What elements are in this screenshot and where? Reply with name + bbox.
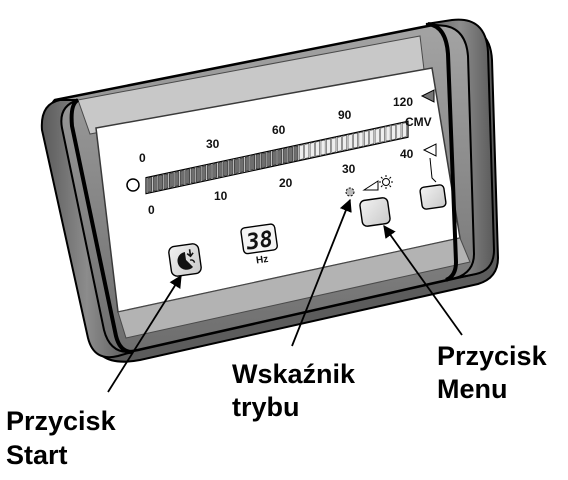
bar-segment bbox=[212, 163, 218, 179]
bar-segment bbox=[250, 154, 255, 171]
bar-segment bbox=[358, 131, 364, 148]
scale-lower-label-20: 20 bbox=[279, 176, 293, 190]
bar-segment bbox=[244, 156, 250, 172]
mode-sun-dim-icon bbox=[345, 187, 355, 197]
scale-upper-label-60: 60 bbox=[272, 123, 286, 137]
mode-indicator bbox=[345, 175, 393, 197]
scale-upper-label-90: 90 bbox=[338, 108, 352, 122]
callout-start-line2: Start bbox=[6, 440, 68, 470]
bar-segment bbox=[299, 144, 304, 160]
bar-segment bbox=[261, 152, 266, 169]
indicator-bracket bbox=[429, 157, 437, 183]
housing-bottom-band bbox=[117, 237, 471, 339]
bar-segment bbox=[396, 123, 402, 139]
bar-segment bbox=[234, 158, 239, 174]
callout-start-line1: Przycisk bbox=[6, 406, 117, 436]
scale-upper-label-0: 0 bbox=[139, 151, 146, 165]
scale-lower-label-30: 30 bbox=[342, 162, 356, 176]
indicator-circle bbox=[126, 178, 140, 192]
bar-segments bbox=[147, 122, 407, 193]
bar-segment bbox=[239, 157, 245, 173]
right-cap-seam bbox=[427, 22, 459, 282]
bar-segment bbox=[174, 171, 180, 187]
bar-segment bbox=[320, 139, 326, 156]
bar-segment bbox=[342, 135, 348, 151]
bar-segment bbox=[201, 165, 207, 181]
bar-segment bbox=[206, 164, 212, 180]
scale-upper-label-30: 30 bbox=[206, 137, 220, 151]
bar-segment bbox=[331, 137, 337, 153]
start-button[interactable] bbox=[168, 243, 202, 277]
bar-segment bbox=[288, 146, 293, 163]
callout-mode-arrow bbox=[291, 198, 352, 347]
bar-segment bbox=[304, 143, 310, 159]
upper-triangle-indicator bbox=[420, 89, 435, 103]
bar-segment bbox=[185, 168, 190, 185]
bar-segment bbox=[228, 159, 234, 176]
scale-lower-label-0: 0 bbox=[148, 203, 155, 217]
scale-lower-label-40: 40 bbox=[400, 147, 414, 161]
scale-upper-label-120: 120 bbox=[393, 95, 413, 109]
bar-segment bbox=[385, 125, 391, 142]
bar-segment bbox=[315, 141, 320, 157]
display-unit: Hz bbox=[255, 254, 269, 267]
bar-segment bbox=[401, 122, 407, 138]
bar-segment bbox=[158, 174, 163, 191]
bar-scale bbox=[145, 120, 409, 195]
bar-segment bbox=[282, 148, 288, 164]
bar-segment bbox=[336, 136, 342, 152]
callout-mode-line1: Wskaźnik bbox=[232, 359, 356, 389]
callout-menu-line1: Przycisk bbox=[437, 341, 548, 371]
bar-segment bbox=[169, 172, 174, 188]
scale-lower-label-10: 10 bbox=[214, 189, 228, 203]
bar-segment bbox=[353, 132, 358, 149]
mode-ramp-icon bbox=[362, 180, 379, 191]
bar-segment bbox=[309, 142, 315, 158]
left-cap-seam bbox=[69, 98, 133, 354]
bar-outline bbox=[145, 120, 409, 195]
bar-segment bbox=[152, 175, 158, 192]
bar-segment bbox=[223, 160, 228, 177]
callout-start-arrow bbox=[107, 274, 182, 393]
callout-mode-line2: trybu bbox=[232, 392, 300, 422]
digital-display: 38 Hz bbox=[240, 223, 278, 267]
callout-menu-line2: Menu bbox=[437, 374, 508, 404]
bar-segment bbox=[391, 124, 396, 141]
bar-segment bbox=[326, 138, 331, 155]
mode-sun-bright-icon bbox=[379, 175, 393, 189]
bar-segment bbox=[364, 130, 369, 146]
bar-segment bbox=[347, 134, 353, 150]
start-symbol-icon bbox=[177, 249, 196, 270]
bar-segment bbox=[271, 150, 277, 166]
bar-segment bbox=[266, 151, 272, 167]
lower-triangle-indicator bbox=[422, 143, 437, 157]
bar-segment bbox=[380, 127, 385, 143]
display-value: 38 bbox=[244, 227, 275, 256]
bar-segment bbox=[217, 161, 223, 178]
right-button[interactable] bbox=[419, 184, 447, 210]
bar-segment bbox=[147, 177, 153, 193]
right-end-cap bbox=[425, 18, 496, 279]
bar-segment bbox=[277, 149, 283, 165]
bar-segment bbox=[369, 129, 375, 145]
bar-segment bbox=[190, 167, 196, 184]
bar-segment bbox=[255, 153, 261, 170]
bar-segment bbox=[374, 128, 380, 144]
bar-segment bbox=[293, 145, 299, 162]
callout-menu-arrow bbox=[383, 224, 463, 336]
bar-segment bbox=[163, 173, 169, 190]
bar-segment bbox=[179, 170, 185, 186]
scale-upper-unit: CMV bbox=[405, 115, 432, 129]
bar-segment bbox=[196, 166, 201, 183]
menu-button[interactable] bbox=[359, 197, 391, 227]
